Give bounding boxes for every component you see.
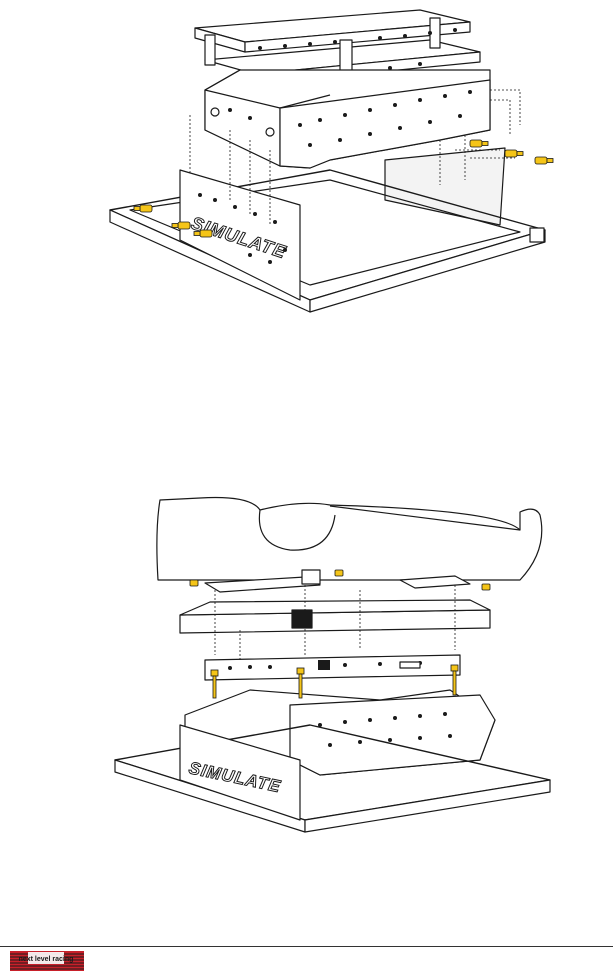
frame-mount-assembly-illustration: SIMULATE [0,0,613,325]
bolt-icon [505,150,523,157]
nut-icon [482,584,490,590]
bolt-icon [535,157,553,164]
bolt-icon [451,665,458,695]
seat-mount-assembly-illustration: SIMULATE [0,490,613,835]
bolt-icon [134,205,152,212]
logo-text: next level racing [19,956,74,963]
seat-shell [157,498,542,581]
seat-mount-diagram: SIMULATE [0,490,613,835]
bolt-icon [470,140,488,147]
frame-mount-diagram: SIMULATE [0,0,613,325]
slider-rail [205,655,460,680]
footer-divider [0,946,613,947]
next-level-racing-logo: next level racing [10,951,84,971]
bolt-icon [172,222,190,229]
logo-mark: next level racing [10,951,84,971]
nut-icon [190,580,198,586]
bolt-icon [211,670,218,698]
nut-icon [335,570,343,576]
